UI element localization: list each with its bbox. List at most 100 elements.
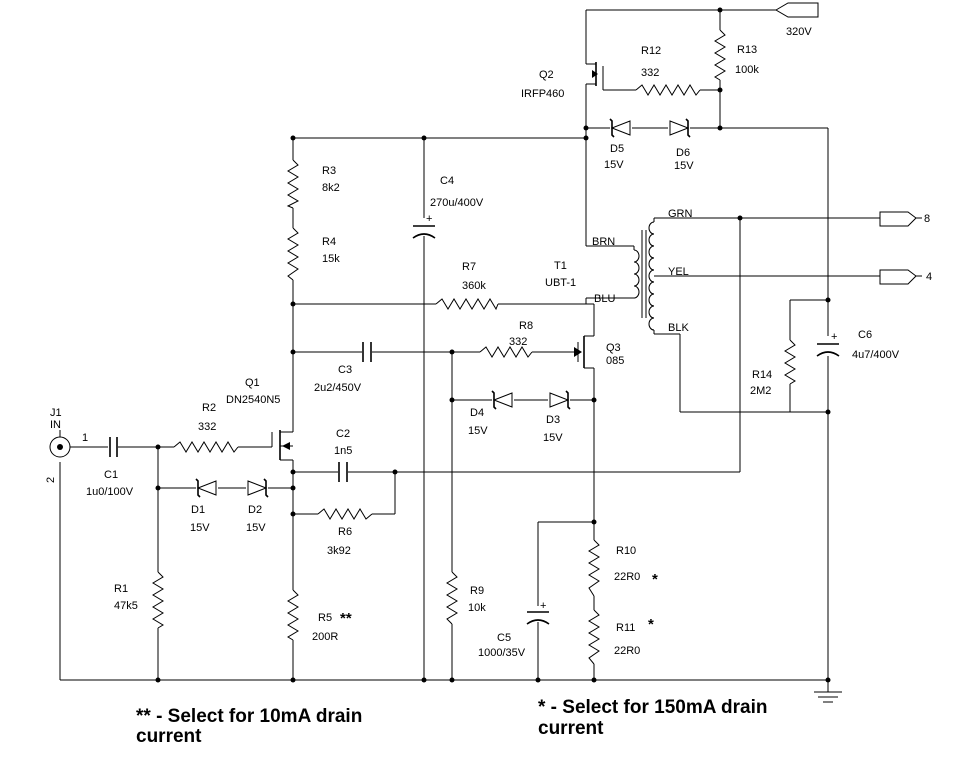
resistor-r5: R5 ** 200R — [287, 589, 352, 643]
q3-ref: Q3 — [606, 342, 621, 354]
q2-value: IRFP460 — [521, 88, 564, 100]
r11-ref: R11 — [616, 622, 635, 634]
c4-value: 270u/400V — [430, 197, 484, 209]
q1-ref: Q1 — [245, 377, 260, 389]
zener-d5: D5 15V — [604, 118, 631, 171]
note1-line2: current — [136, 726, 202, 747]
d3-value: 15V — [543, 432, 563, 444]
tap-blk-label: BLK — [668, 322, 689, 334]
d1-ref: D1 — [191, 504, 205, 516]
c3-ref: C3 — [338, 364, 352, 376]
r6-ref: R6 — [338, 526, 352, 538]
r4-ref: R4 — [322, 236, 336, 248]
resistor-r3: R3 8k2 — [286, 159, 340, 209]
zener-d1: D1 15V — [190, 478, 217, 534]
resistor-r9: R9 10k — [446, 571, 486, 625]
resistor-r6: R6 3k92 — [317, 508, 373, 557]
port-out8-label: 8 — [924, 213, 930, 225]
port-supply-label: 320V — [786, 26, 812, 38]
r10-mark: * — [652, 571, 658, 588]
d1-value: 15V — [190, 522, 210, 534]
zener-d3: D3 15V — [543, 390, 571, 444]
r13-ref: R13 — [737, 44, 757, 56]
port-out8: 8 — [879, 211, 930, 227]
d6-ref: D6 — [676, 147, 690, 159]
r3-value: 8k2 — [322, 182, 340, 194]
resistor-r13: R13 100k — [714, 29, 759, 81]
r13-value: 100k — [735, 64, 759, 76]
r3-ref: R3 — [322, 165, 336, 177]
c1-value: 1u0/100V — [86, 486, 134, 498]
resistor-r7: R7 360k — [435, 261, 499, 311]
tap-brn-label: BRN — [592, 236, 615, 248]
transformer-t1: T1 UBT-1 BRN BLU GRN YEL BLK — [545, 208, 693, 334]
d2-value: 15V — [246, 522, 266, 534]
note2-line2: current — [538, 718, 604, 739]
j1-pin1: 1 — [82, 432, 88, 444]
c6-ref: C6 — [858, 329, 872, 341]
tap-grn-label: GRN — [668, 208, 693, 220]
r8-ref: R8 — [519, 320, 533, 332]
mosfet-q1: Q1 DN2540N5 — [226, 377, 293, 461]
c4-ref: C4 — [440, 175, 454, 187]
mosfet-q2: Q2 IRFP460 — [521, 62, 606, 100]
note1-line1: ** - Select for 10mA drain — [136, 706, 362, 727]
svg-text:+: + — [831, 331, 837, 343]
j1-pin2: 2 — [45, 477, 57, 483]
r7-value: 360k — [462, 280, 486, 292]
r7-ref: R7 — [462, 261, 476, 273]
r14-value: 2M2 — [750, 385, 771, 397]
resistor-r11: R11 * 22R0 — [588, 609, 654, 665]
r9-ref: R9 — [470, 585, 484, 597]
q2-ref: Q2 — [539, 69, 554, 81]
capacitor-c2: C2 1n5 — [334, 428, 352, 482]
r4-value: 15k — [322, 253, 340, 265]
capacitor-c5: + C5 1000/35V — [478, 600, 550, 659]
r6-value: 3k92 — [327, 545, 351, 557]
d3-ref: D3 — [546, 414, 560, 426]
svg-text:+: + — [426, 213, 432, 225]
zener-d4: D4 15V — [468, 390, 513, 437]
capacitor-c3: C3 2u2/450V — [314, 342, 372, 394]
resistor-r12: R12 332 — [635, 45, 701, 96]
r12-ref: R12 — [641, 45, 661, 57]
capacitor-c6: + C6 4u7/400V — [816, 329, 900, 361]
port-supply: 320V — [775, 2, 819, 38]
j1-connector: J1 IN 1 2 — [45, 407, 88, 483]
c1-ref: C1 — [104, 469, 118, 481]
port-out4-label: 4 — [926, 271, 932, 283]
r9-value: 10k — [468, 602, 486, 614]
svg-text:+: + — [540, 600, 546, 612]
d5-value: 15V — [604, 159, 624, 171]
r5-value: 200R — [312, 631, 338, 643]
c2-ref: C2 — [336, 428, 350, 440]
tap-yel-label: YEL — [668, 266, 689, 278]
c2-value: 1n5 — [334, 445, 352, 457]
r10-value: 22R0 — [614, 571, 640, 583]
zener-d2: D2 15V — [246, 478, 269, 534]
d6-value: 15V — [674, 160, 694, 172]
t1-value: UBT-1 — [545, 277, 576, 289]
resistor-r4: R4 15k — [287, 227, 340, 281]
c3-value: 2u2/450V — [314, 382, 362, 394]
r11-mark: * — [648, 616, 654, 633]
c5-ref: C5 — [497, 632, 511, 644]
r14-ref: R14 — [752, 369, 772, 381]
r1-value: 47k5 — [114, 600, 138, 612]
zener-d6: D6 15V — [669, 118, 694, 172]
resistor-r14: R14 2M2 — [750, 339, 796, 397]
j1-ref: J1 — [50, 407, 62, 419]
note2-line1: * - Select for 150mA drain — [538, 697, 767, 718]
d4-value: 15V — [468, 425, 488, 437]
r12-value: 332 — [641, 67, 659, 79]
tap-blu-label: BLU — [594, 293, 615, 305]
r8-value: 332 — [509, 336, 527, 348]
d5-ref: D5 — [610, 143, 624, 155]
j1-value: IN — [50, 419, 61, 431]
d4-ref: D4 — [470, 407, 484, 419]
resistor-r2: R2 332 — [173, 402, 239, 453]
resistor-r10: R10 22R0 * — [588, 539, 658, 597]
r5-mark: ** — [340, 610, 352, 627]
